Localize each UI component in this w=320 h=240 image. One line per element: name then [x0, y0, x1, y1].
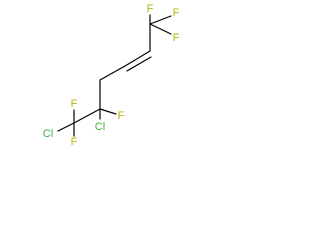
molecule-structure: F F F F F F Cl Cl: [43, 3, 180, 148]
atom-labels: F F F F F F Cl Cl: [43, 3, 180, 148]
bond-c2-f6: [99, 108, 117, 115]
atom-f4: F: [71, 98, 78, 110]
atom-f3: F: [173, 32, 180, 44]
atom-f2: F: [173, 7, 180, 19]
bond-c3-c4: [99, 65, 126, 81]
bond-c7-f2: [149, 15, 172, 25]
carbon-skeleton: [73, 23, 152, 124]
bond-c1-c2: [73, 108, 101, 124]
atom-cl1: Cl: [43, 128, 53, 140]
bond-c4-c5-double-a: [124, 50, 151, 67]
atom-f6: F: [118, 110, 125, 122]
bond-c1-cl1: [57, 122, 75, 132]
atom-cl2: Cl: [95, 121, 105, 133]
bond-c7-f3: [149, 23, 172, 35]
substituent-bonds: [57, 14, 172, 137]
atom-f1: F: [147, 3, 154, 15]
bond-c4-c5-double-b: [126, 56, 152, 72]
atom-f5: F: [71, 136, 78, 148]
